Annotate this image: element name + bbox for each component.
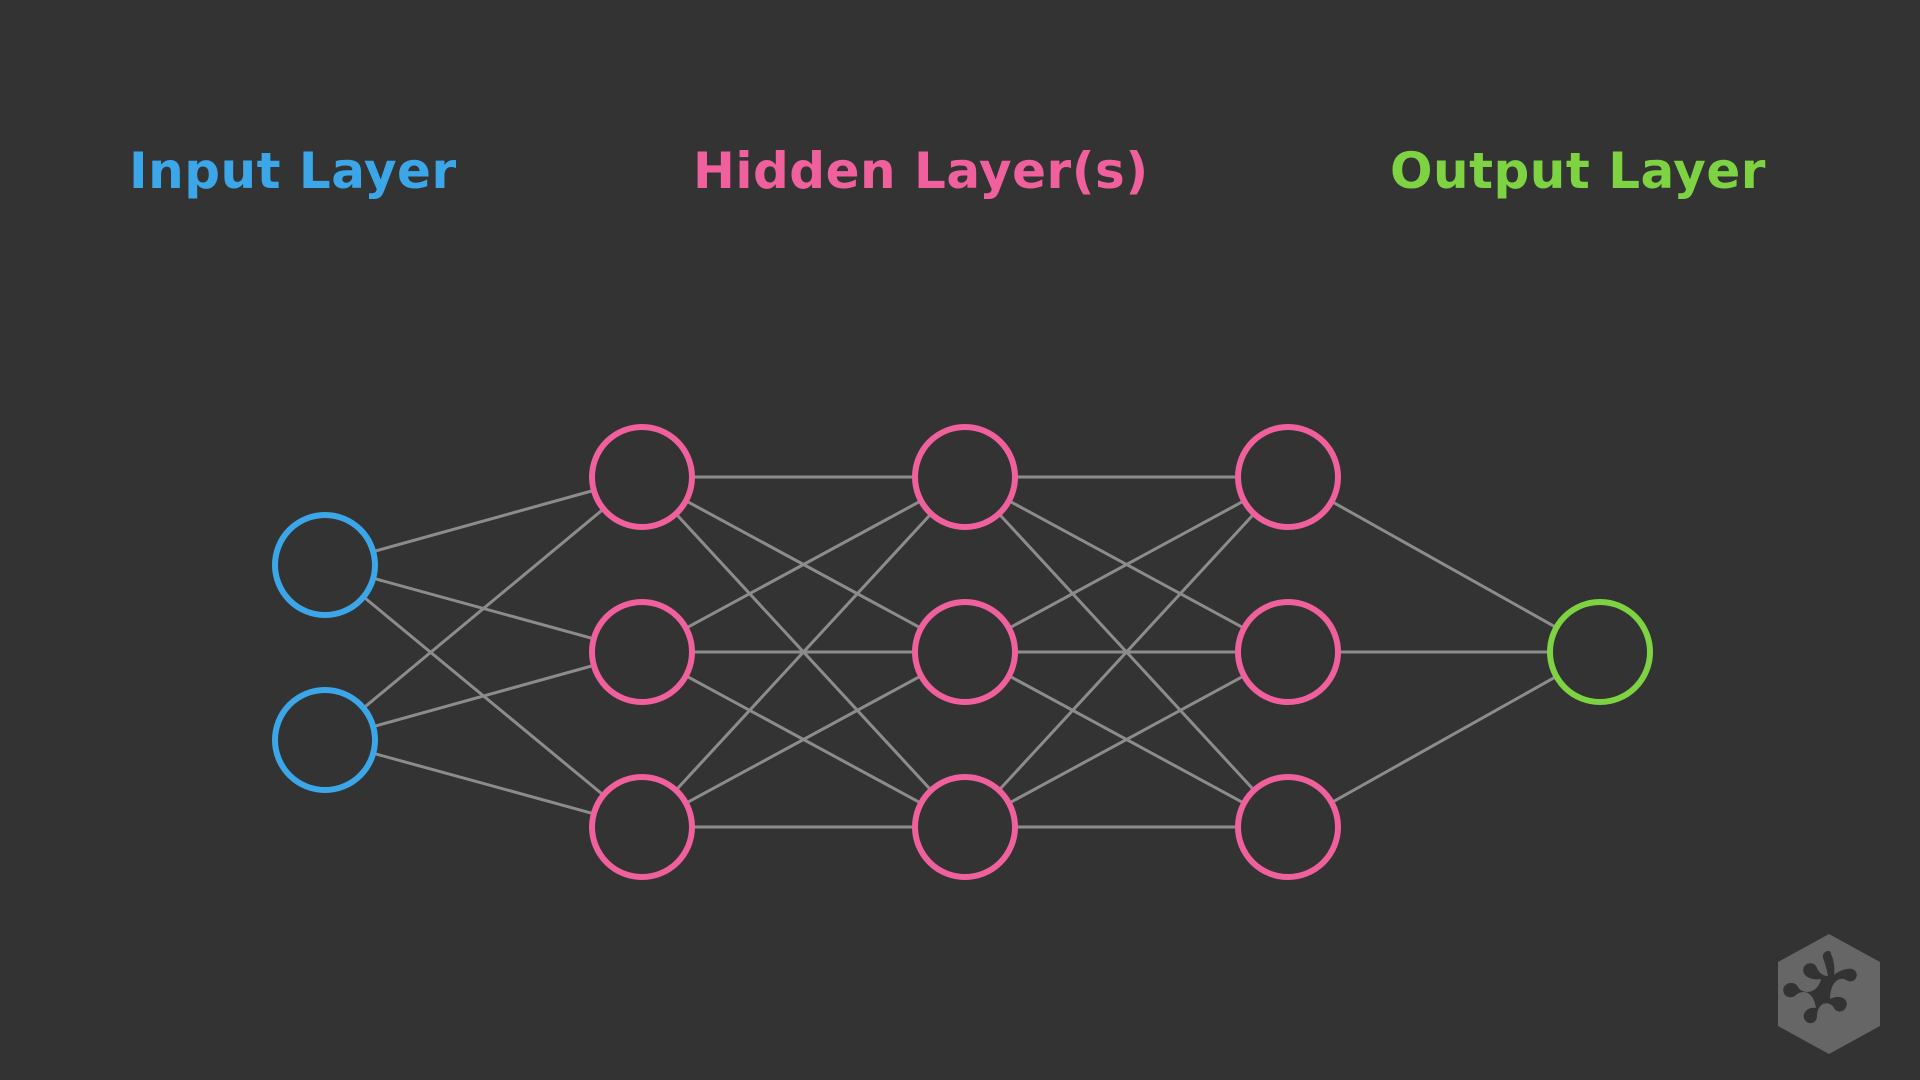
neuron-node-i2 bbox=[272, 687, 378, 793]
connection-h1_3-to-h2_2 bbox=[684, 674, 923, 805]
connection-i2-to-h1_3 bbox=[371, 751, 596, 816]
nodes-group bbox=[272, 424, 1653, 880]
treehouse-logo-watermark bbox=[1778, 934, 1880, 1054]
neuron-node-h3_1 bbox=[1235, 424, 1341, 530]
neuron-node-h2_2 bbox=[912, 599, 1018, 705]
connection-h1_3-to-h2_1 bbox=[674, 512, 933, 792]
layer-label-input: Input Layer bbox=[129, 142, 457, 200]
layer-label-hidden: Hidden Layer(s) bbox=[693, 142, 1149, 200]
connection-i1-to-h1_1 bbox=[371, 488, 596, 554]
watermark-branch-icon bbox=[1783, 951, 1857, 1024]
neuron-node-h2_3 bbox=[912, 774, 1018, 880]
neuron-node-h1_2 bbox=[589, 599, 695, 705]
connections-group bbox=[361, 475, 1558, 829]
layer-label-output: Output Layer bbox=[1390, 142, 1766, 200]
connection-i2-to-h1_2 bbox=[371, 663, 596, 729]
connection-h2_2-to-h3_1 bbox=[1007, 499, 1246, 630]
neuron-node-h3_2 bbox=[1235, 599, 1341, 705]
neuron-node-h2_1 bbox=[912, 424, 1018, 530]
connection-h1_2-to-h2_1 bbox=[684, 499, 923, 630]
neuron-node-i1 bbox=[272, 512, 378, 618]
neuron-node-h1_1 bbox=[589, 424, 695, 530]
neuron-node-h3_3 bbox=[1235, 774, 1341, 880]
connection-h2_3-to-h3_2 bbox=[1007, 674, 1246, 805]
connection-h2_3-to-h3_1 bbox=[997, 512, 1256, 792]
connection-i2-to-h1_1 bbox=[361, 507, 606, 710]
neuron-node-h1_3 bbox=[589, 774, 695, 880]
neuron-node-o1 bbox=[1547, 599, 1653, 705]
connection-h3_3-to-o1 bbox=[1330, 674, 1558, 805]
connection-h3_1-to-o1 bbox=[1330, 499, 1558, 630]
